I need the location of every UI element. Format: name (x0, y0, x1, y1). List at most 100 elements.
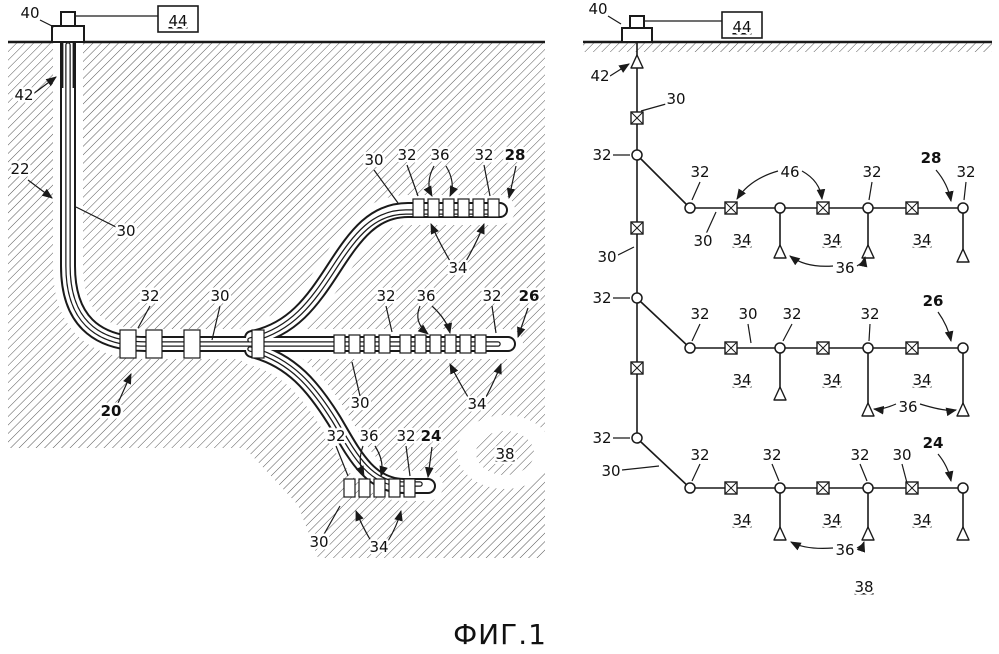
ref-28-label: 28 (921, 149, 942, 167)
middle-lateral-completion (333, 334, 487, 354)
flow-control-valve-icon (724, 481, 738, 495)
ref-38-label: 38 (495, 445, 514, 463)
ground-hatch-band (583, 43, 992, 52)
junction-node-icon (774, 202, 786, 214)
junction-node-icon (957, 482, 969, 494)
ref-34-label: 34 (912, 231, 931, 249)
ref-32-label: 32 (690, 446, 709, 464)
flow-control-valve-icon (630, 221, 644, 235)
ref-40-label: 40 (588, 0, 607, 18)
right-wellhead (621, 15, 653, 43)
surface-unit-box (721, 11, 763, 39)
junction-node-icon (684, 342, 696, 354)
ref-34-label: 34 (822, 511, 841, 529)
ref-26-label: 26 (519, 287, 540, 305)
ref-26-label: 26 (923, 292, 944, 310)
ref-36-label: 36 (835, 541, 854, 559)
ref-34-label: 34 (467, 395, 486, 413)
ref-30-label: 30 (666, 90, 685, 108)
ref-34-label: 34 (732, 231, 751, 249)
flow-control-valve-icon (905, 481, 919, 495)
ref-32-label: 32 (690, 305, 709, 323)
ref-30-label: 30 (309, 533, 328, 551)
ref-32-label: 32 (860, 305, 879, 323)
junction-node-icon (774, 342, 786, 354)
ref-32-label: 32 (396, 427, 415, 445)
ref-32-label: 32 (140, 287, 159, 305)
ref-32-label: 32 (376, 287, 395, 305)
inflow-arrow-icon (861, 402, 875, 417)
inflow-arrow-icon (861, 526, 875, 541)
ref-32-label: 32 (592, 289, 611, 307)
flow-control-valve-icon (816, 481, 830, 495)
inflow-arrow-icon (773, 526, 787, 541)
inflow-arrow-icon (773, 386, 787, 401)
ref-30-label: 30 (597, 248, 616, 266)
ref-30-label: 30 (350, 394, 369, 412)
junction-node-icon (631, 149, 643, 161)
flow-control-valve-icon (724, 201, 738, 215)
flow-control-valve-icon (816, 341, 830, 355)
ref-46-label: 46 (780, 163, 799, 181)
ref-32-label: 32 (592, 146, 611, 164)
ref-30-label: 30 (693, 232, 712, 250)
junction-node-icon (862, 342, 874, 354)
ref-30-label: 30 (738, 305, 757, 323)
junction-packers (119, 329, 265, 359)
inflow-arrow-icon (956, 248, 970, 263)
ref-32-label: 32 (850, 446, 869, 464)
flow-arrow-icon (630, 54, 644, 69)
ref-34-label: 34 (369, 538, 388, 556)
ref-30-label: 30 (892, 446, 911, 464)
inflow-arrow-icon (956, 402, 970, 417)
ref-32-label: 32 (326, 427, 345, 445)
left-cross-section-panel: 40 44 42 22 30 32 30 30 32 36 32 28 34 3… (8, 2, 553, 559)
ref-32-label: 32 (474, 146, 493, 164)
ref-28-label: 28 (505, 146, 526, 164)
ref-42-label: 42 (590, 67, 609, 85)
surface-unit-box (157, 5, 199, 33)
junction-node-icon (957, 202, 969, 214)
ref-34-label: 34 (448, 259, 467, 277)
formation-38-blob (476, 431, 534, 475)
junction-node-icon (862, 482, 874, 494)
ref-36-label: 36 (430, 146, 449, 164)
ref-24-label: 24 (923, 434, 944, 452)
flow-control-valve-icon (630, 361, 644, 375)
ref-44-label: 44 (732, 18, 751, 36)
earth-gap (8, 448, 318, 558)
flow-control-valve-icon (630, 111, 644, 125)
junction-node-icon (957, 342, 969, 354)
network-lines (636, 42, 964, 528)
junction-node-icon (631, 292, 643, 304)
ref-32-label: 32 (482, 287, 501, 305)
ref-30-label: 30 (116, 222, 135, 240)
ref-32-label: 32 (690, 163, 709, 181)
flow-control-valve-icon (816, 201, 830, 215)
ref-32-label: 32 (782, 305, 801, 323)
flow-control-valve-icon (905, 201, 919, 215)
ref-36-label: 36 (416, 287, 435, 305)
ref-34-label: 34 (912, 371, 931, 389)
junction-node-icon (774, 482, 786, 494)
right-network-panel: 40 44 42 30 32 32 46 32 28 32 30 34 34 3… (583, 0, 992, 599)
ref-34-label: 34 (912, 511, 931, 529)
upper-lateral-completion (412, 198, 500, 218)
ref-30-label: 30 (210, 287, 229, 305)
flow-control-valve-icon (724, 341, 738, 355)
junction-node-icon (684, 202, 696, 214)
ref-22-label: 22 (10, 160, 29, 178)
lower-lateral-completion (343, 478, 416, 498)
ref-36-label: 36 (835, 259, 854, 277)
ref-30-label: 30 (601, 462, 620, 480)
ref-32-label: 32 (592, 429, 611, 447)
ref-34-label: 34 (822, 371, 841, 389)
inflow-arrow-icon (861, 244, 875, 259)
junction-node-icon (862, 202, 874, 214)
ref-34-label: 34 (822, 231, 841, 249)
left-wellhead (51, 11, 85, 88)
junction-node-icon (631, 432, 643, 444)
ref-40-label: 40 (20, 4, 39, 22)
ref-32-label: 32 (762, 446, 781, 464)
